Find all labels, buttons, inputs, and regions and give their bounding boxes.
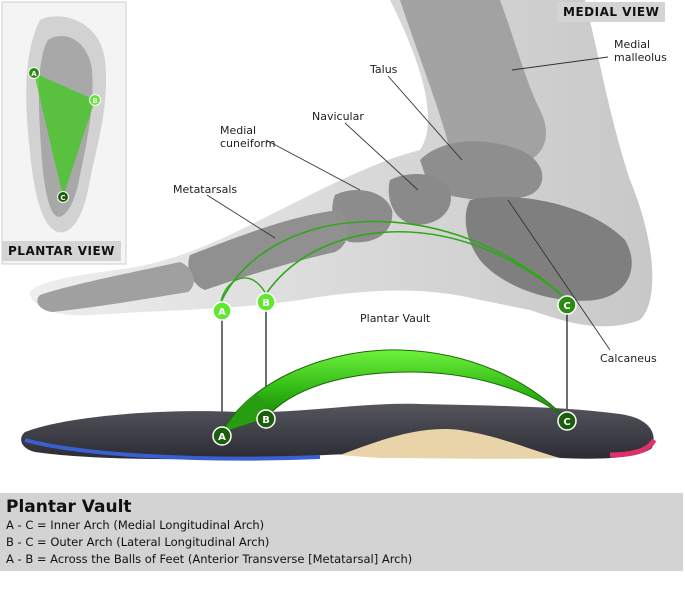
talus-bone <box>420 141 543 201</box>
marker-c-foot: C <box>557 295 577 315</box>
svg-text:C: C <box>563 301 570 312</box>
label-calcaneus: Calcaneus <box>600 352 657 365</box>
marker-b-foot: B <box>256 292 276 312</box>
insole-arch-tan <box>340 429 560 459</box>
marker-a-foot: A <box>212 301 232 321</box>
phalanx-bones <box>37 262 194 312</box>
legend-row-inner-arch: A - C = Inner Arch (Medial Longitudinal … <box>6 518 265 532</box>
svg-text:B: B <box>92 97 97 105</box>
label-talus: Talus <box>370 63 398 76</box>
label-medial-malleolus: Medial malleolus <box>614 38 667 64</box>
marker-a-insole: A <box>212 426 232 446</box>
marker-a-plantar: A <box>28 67 40 79</box>
marker-b-plantar: B <box>89 94 101 106</box>
legend-title: Plantar Vault <box>6 497 132 517</box>
label-navicular: Navicular <box>312 110 364 123</box>
arch-line-b-c <box>265 230 568 301</box>
label-plantar-vault: Plantar Vault <box>360 312 431 325</box>
svg-text:B: B <box>262 298 270 309</box>
legend-row-outer-arch: B - C = Outer Arch (Lateral Longitudinal… <box>6 535 270 549</box>
label-medial-cuneiform: Medial cuneiform <box>220 124 276 150</box>
marker-c-plantar: C <box>57 191 69 203</box>
calcaneus-bone <box>465 196 632 301</box>
svg-text:B: B <box>262 415 270 426</box>
legend-row-transverse-arch: A - B = Across the Balls of Feet (Anteri… <box>6 552 413 566</box>
leader-lines <box>206 56 611 351</box>
insole-blue-edge <box>24 438 321 461</box>
plantar-vault-arch-edge <box>222 394 266 432</box>
plantar-view-label: PLANTAR VIEW <box>2 241 121 261</box>
arch-line-a-b <box>220 277 267 303</box>
medial-view-label: MEDIAL VIEW <box>557 2 666 22</box>
legend-panel: Plantar Vault A - C = Inner Arch (Medial… <box>0 493 683 571</box>
svg-text:A: A <box>218 432 226 443</box>
tibia-bone <box>400 0 546 166</box>
arch-line-a-c <box>220 220 568 303</box>
svg-text:A: A <box>218 307 226 318</box>
svg-text:C: C <box>563 417 570 428</box>
label-metatarsals: Metatarsals <box>173 183 238 196</box>
insole-pink-edge <box>609 438 657 458</box>
plantar-vault-triangle <box>34 73 95 197</box>
svg-text:A: A <box>31 70 37 78</box>
svg-text:C: C <box>60 194 65 202</box>
navicular-bone <box>388 174 451 225</box>
marker-c-insole: C <box>557 411 577 431</box>
marker-b-insole: B <box>256 409 276 429</box>
